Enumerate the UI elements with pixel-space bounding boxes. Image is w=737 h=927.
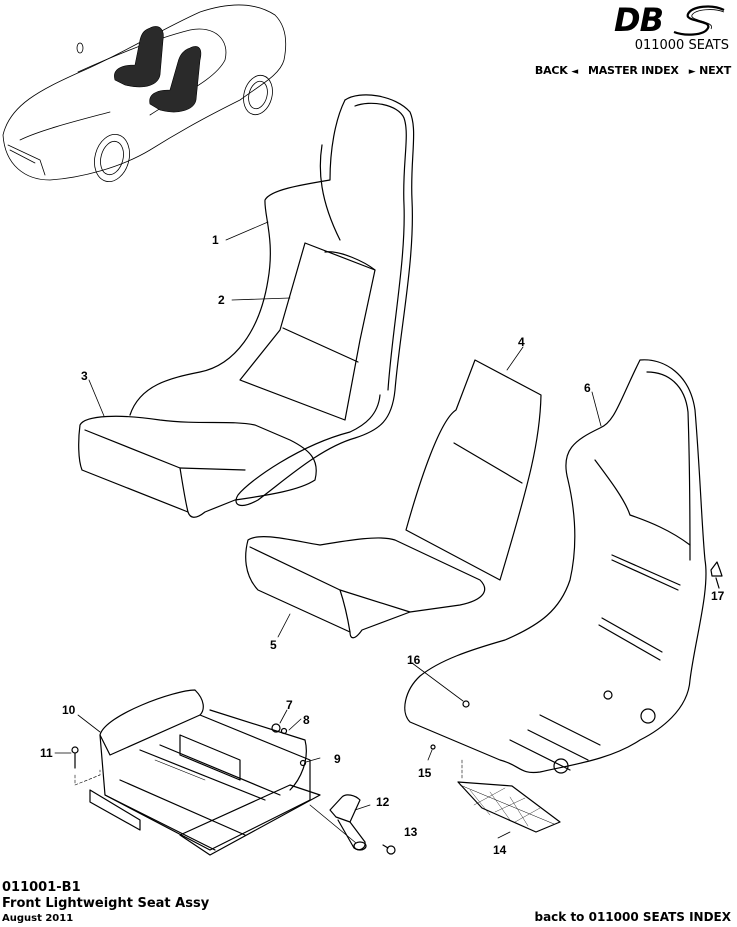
part-13-bolt: [382, 844, 396, 855]
master-index-link[interactable]: MASTER INDEX: [587, 64, 679, 77]
callout-10[interactable]: 10: [62, 703, 76, 717]
backrest-cushion-2: [239, 242, 376, 421]
seat-runner-frame-10: [89, 689, 321, 856]
part-9-bolt: [299, 757, 321, 767]
callout-1[interactable]: 1: [212, 233, 219, 247]
back-label: BACK: [534, 64, 568, 77]
callout-16[interactable]: 16: [407, 653, 421, 667]
dbs-logo: DB: [614, 1, 725, 39]
back-arrow-icon: ◄: [571, 67, 578, 77]
callout-4[interactable]: 4: [518, 335, 525, 349]
callout-9[interactable]: 9: [334, 752, 341, 766]
part-7-washer: [271, 723, 281, 733]
seat-shell-6: [404, 359, 707, 774]
seat-cushion-3: [78, 415, 317, 518]
nav-bar: BACK ◄ MASTER INDEX ► NEXT: [535, 64, 731, 77]
leader-lines: [54, 221, 602, 754]
callout-17[interactable]: 17: [711, 589, 725, 603]
svg-text:DB: DB: [614, 1, 663, 39]
car-seats-dark: [114, 26, 202, 113]
diagram-title: Front Lightweight Seat Assy: [2, 896, 210, 911]
callout-7[interactable]: 7: [286, 698, 293, 712]
part-14-tray: [457, 759, 561, 839]
part-11-bolt: [71, 746, 101, 786]
back-to-index-link[interactable]: back to 011000 SEATS INDEX: [534, 910, 731, 924]
callout-11[interactable]: 11: [40, 746, 53, 760]
part-16-fastener: [411, 662, 470, 708]
back-link[interactable]: BACK ◄: [535, 64, 578, 77]
seat-backrest-frame-1: [129, 94, 415, 507]
next-link[interactable]: ► NEXT: [689, 64, 731, 77]
next-arrow-icon: ►: [688, 67, 696, 77]
part-8-nut: [280, 727, 288, 735]
diagram-code: 011001-B1: [2, 880, 81, 895]
next-label: NEXT: [699, 64, 731, 77]
callout-labels: 1 2 3 4 5 6 7 8 9 10 11 12 13 14 15 16 1…: [40, 233, 725, 857]
part-17-clip: [710, 561, 723, 589]
callout-15[interactable]: 15: [418, 766, 432, 780]
callout-14[interactable]: 14: [493, 843, 507, 857]
part-12-seatbelt-buckle: [309, 794, 371, 851]
callout-5[interactable]: 5: [270, 638, 277, 652]
callout-3[interactable]: 3: [81, 369, 88, 383]
part-15-screw: [427, 744, 436, 761]
backrest-cushion-4: [405, 359, 542, 581]
callout-2[interactable]: 2: [218, 293, 225, 307]
callout-12[interactable]: 12: [376, 795, 390, 809]
callout-6[interactable]: 6: [584, 381, 591, 395]
car-thumbnail: [2, 4, 287, 182]
diagram-date: August 2011: [2, 913, 74, 924]
section-title: 011000 SEATS: [634, 38, 729, 53]
seat-cushion-5: [245, 536, 486, 639]
callout-13[interactable]: 13: [404, 825, 418, 839]
callout-8[interactable]: 8: [303, 713, 310, 727]
